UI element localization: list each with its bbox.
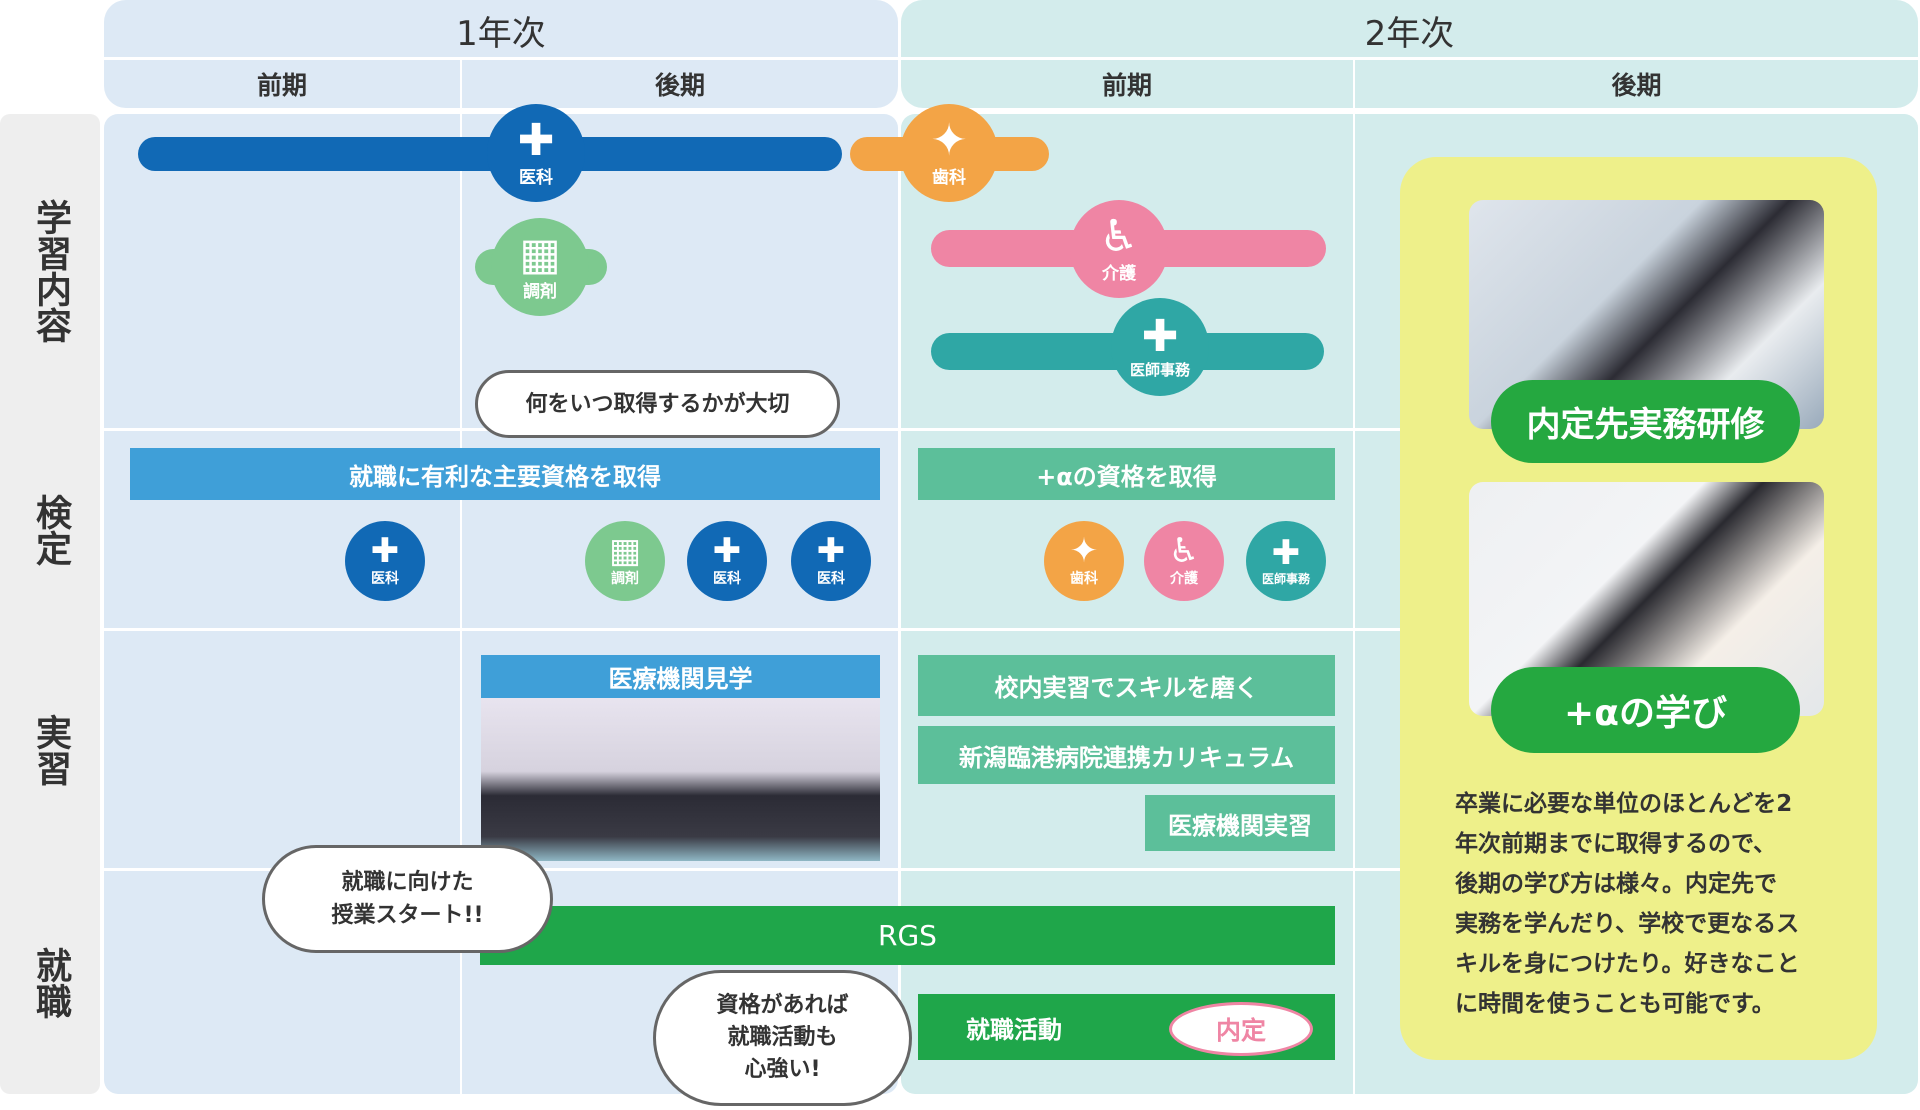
offer-badge: 内定 — [1169, 1002, 1313, 1056]
clinical-banner: 医療機関実習 — [1145, 795, 1335, 851]
cert-medical-2: ✚医科 — [687, 521, 767, 601]
inhouse-banner: 校内実習でスキルを磨く — [918, 655, 1335, 716]
niigata-banner: 新潟臨港病院連携カリキュラム — [918, 726, 1335, 784]
visit-photo — [481, 698, 880, 861]
pill-pack-icon: ▦ — [519, 228, 561, 280]
learning-pill: +αの学び — [1491, 667, 1800, 753]
cert-dental: ✦歯科 — [1044, 521, 1124, 601]
year2-header — [901, 0, 1918, 108]
cross-icon: ✚ — [1141, 310, 1179, 362]
cross-icon: ✚ — [712, 531, 742, 571]
cert-care: ♿介護 — [1144, 521, 1224, 601]
cert-clerk: ✚医師事務 — [1246, 521, 1326, 601]
year2-label: 2年次 — [1364, 13, 1455, 54]
y2-term-second: 後期 — [1611, 71, 1662, 100]
plus-cert-banner: +αの資格を取得 — [918, 448, 1335, 500]
cert-medical-3: ✚医科 — [791, 521, 871, 601]
cross-icon: ✚ — [1271, 532, 1301, 573]
dental-badge: ✦歯科 — [900, 104, 998, 202]
y1-term-first: 前期 — [256, 71, 307, 100]
training-pill: 内定先実務研修 — [1491, 380, 1800, 463]
timing-bubble: 何をいつ取得するかが大切 — [475, 370, 840, 438]
care-badge: ♿介護 — [1070, 200, 1168, 298]
row-label-cert: 検定 — [30, 493, 71, 566]
clerk-badge: ✚医師事務 — [1111, 298, 1209, 396]
cross-icon: ✚ — [816, 531, 846, 571]
row-label-study: 学習内容 — [30, 199, 71, 343]
tooth-icon: ✦ — [1069, 531, 1099, 571]
wheelchair-icon: ♿ — [1168, 531, 1200, 571]
wheelchair-icon: ♿ — [1099, 210, 1139, 262]
strong-bubble: 資格があれば就職活動も心強い! — [653, 970, 912, 1106]
row-label-bg — [0, 114, 100, 1094]
cert-pharmacy: ▦調剤 — [585, 521, 665, 601]
cross-icon: ✚ — [517, 114, 555, 166]
year1-label: 1年次 — [456, 13, 546, 54]
visit-banner: 医療機関見学 — [481, 655, 880, 698]
cert-medical-1: ✚医科 — [345, 521, 425, 601]
main-cert-banner: 就職に有利な主要資格を取得 — [130, 448, 880, 500]
row-label-practice: 実習 — [30, 713, 71, 786]
pill-pack-icon: ▦ — [608, 531, 642, 571]
tooth-icon: ✦ — [930, 114, 968, 166]
pharmacy-badge: ▦調剤 — [491, 218, 589, 316]
cross-icon: ✚ — [370, 531, 400, 571]
job-hunt-label: 就職活動 — [966, 1015, 1062, 1044]
medical-badge: ✚医科 — [487, 104, 585, 202]
later-description: 卒業に必要な単位のほとんどを2 年次前期までに取得するので、 後期の学び方は様々… — [1455, 791, 1800, 1017]
year1-header — [104, 0, 898, 108]
y1-term-second: 後期 — [654, 71, 705, 100]
row-label-job: 就職 — [30, 946, 71, 1019]
y2-term-first: 前期 — [1101, 71, 1152, 100]
rgs-bar: RGS — [480, 906, 1335, 965]
start-bubble: 就職に向けた授業スタート!! — [262, 845, 553, 953]
